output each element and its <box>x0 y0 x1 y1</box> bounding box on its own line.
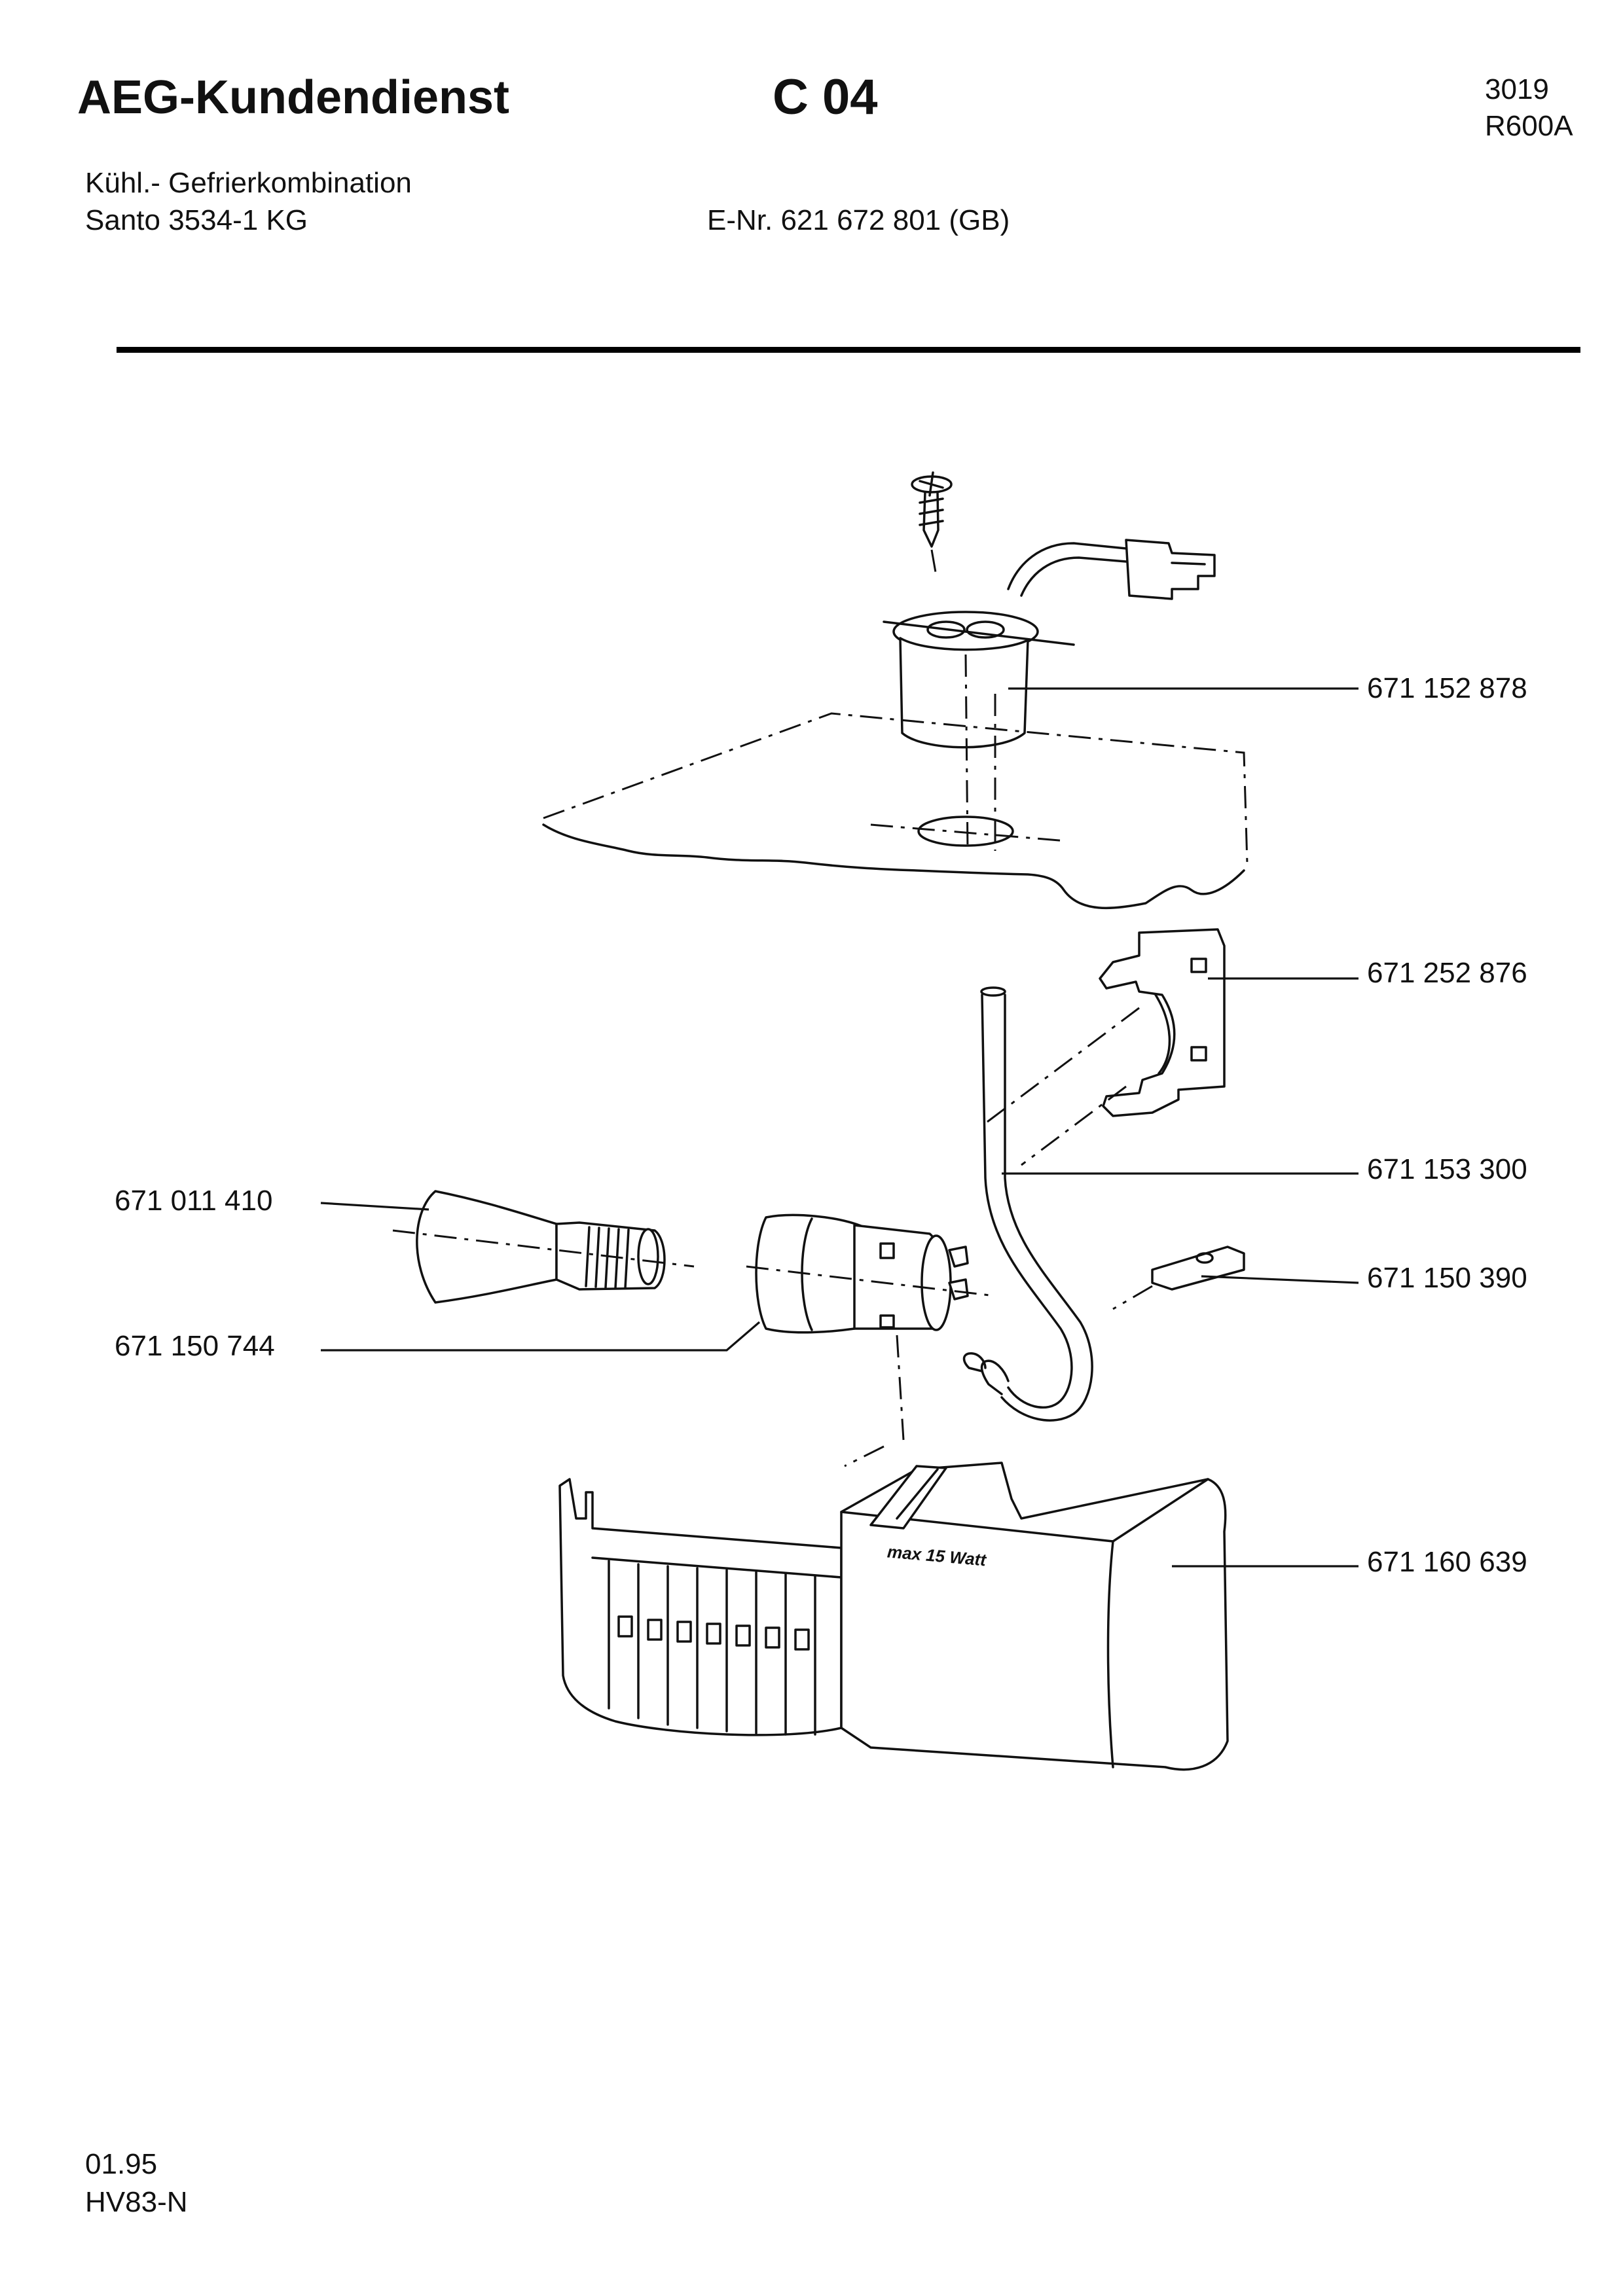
footer-version: HV83-N <box>85 2186 188 2218</box>
product-enr: E-Nr. 621 672 801 (GB) <box>707 204 1010 236</box>
section-code: C 04 <box>773 69 878 125</box>
product-type: Kühl.- Gefrierkombination <box>85 167 412 199</box>
leader-lines <box>320 687 1359 1568</box>
leader-671150744 <box>321 1321 761 1352</box>
part-number-lamp-socket: 671 150 744 <box>115 1330 275 1362</box>
cabinet-ceiling-section <box>542 712 1249 910</box>
part-number-clip-bracket: 671 252 876 <box>1367 957 1527 989</box>
part-number-terminal-plate: 671 150 390 <box>1367 1262 1527 1294</box>
part-number-lamp-holder: 671 152 878 <box>1367 672 1527 704</box>
brand-title: AEG-Kundendienst <box>77 71 509 124</box>
header-divider <box>117 347 1580 353</box>
part-number-lamp-cover: 671 160 639 <box>1367 1546 1527 1578</box>
lamp-cover-part <box>558 1445 1229 1771</box>
terminal-plate-part <box>1112 1246 1245 1310</box>
footer-date: 01.95 <box>85 2148 158 2180</box>
part-number-cable: 671 153 300 <box>1367 1153 1527 1185</box>
screw-part <box>911 471 953 577</box>
cable-part <box>962 986 1093 1422</box>
model-code: 3019 <box>1485 73 1549 105</box>
leader-671150390 <box>1201 1275 1359 1284</box>
part-number-bulb: 671 011 410 <box>115 1185 273 1217</box>
refrigerant-code: R600A <box>1485 110 1573 142</box>
leader-671011410 <box>320 1202 429 1211</box>
lamp-socket-part <box>746 1213 996 1441</box>
clip-bracket-part <box>981 928 1226 1166</box>
bulb-part <box>392 1190 695 1304</box>
lamp-holder-top-part <box>883 539 1216 852</box>
product-model: Santo 3534-1 KG <box>85 204 308 236</box>
